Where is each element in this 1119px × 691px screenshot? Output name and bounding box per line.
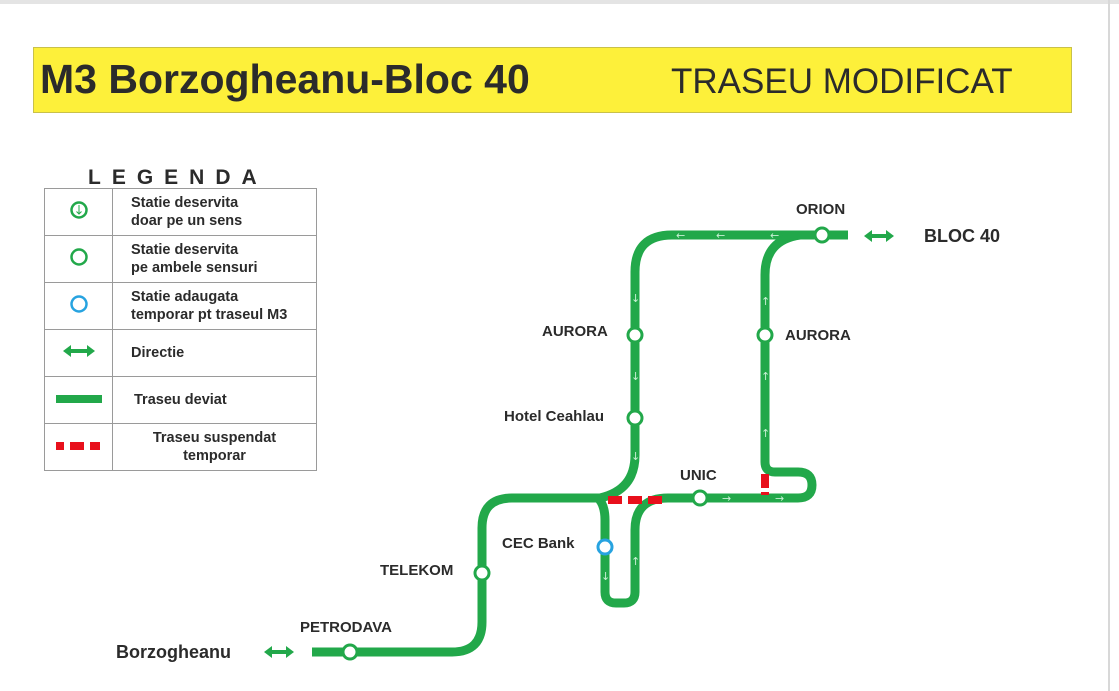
legend-label: temporar pt traseul M3: [131, 307, 288, 323]
label-aurora-left: AURORA: [542, 323, 608, 340]
svg-text:↑: ↑: [761, 295, 770, 308]
station-aurora-right[interactable]: [756, 326, 774, 344]
station-orion[interactable]: [813, 226, 831, 244]
direction-arrow-icon: [264, 646, 294, 658]
svg-text:↓: ↓: [601, 570, 610, 583]
svg-text:↑: ↑: [761, 370, 770, 383]
two-way-station-icon: [69, 247, 88, 266]
svg-text:↓: ↓: [631, 292, 640, 305]
station-aurora-left[interactable]: [626, 326, 644, 344]
legend-row: Traseu deviat: [44, 376, 317, 424]
svg-text:↓: ↓: [631, 450, 640, 463]
legend-row: Directie: [44, 329, 317, 377]
svg-text:←: ←: [676, 229, 685, 242]
legend-row: Statie adaugata temporar pt traseul M3: [44, 282, 317, 330]
route-subtitle: TRASEU MODIFICAT: [671, 62, 1013, 101]
legend-label: Directie: [131, 345, 185, 361]
temporary-station-icon: [69, 294, 88, 313]
legend-label: Statie adaugata: [131, 289, 239, 305]
legend-row: Traseu suspendat temporar: [44, 423, 317, 471]
station-unic[interactable]: [691, 489, 709, 507]
diverted-route-icon: [55, 395, 102, 403]
svg-text:↑: ↑: [631, 555, 640, 568]
suspended-route: [608, 474, 769, 504]
direction-arrows: ← ← ← ↓ ↓ ↓ ↑ ↑ ↑ → → ↓ ↑: [601, 229, 784, 583]
svg-text:↑: ↑: [761, 427, 770, 440]
window-top-edge: [0, 0, 1119, 4]
label-petrodava: PETRODAVA: [300, 619, 392, 636]
legend-label: pe ambele sensuri: [131, 260, 258, 276]
label-orion: ORION: [796, 201, 846, 218]
route-segment-north-up: [700, 230, 817, 503]
station-cec-bank[interactable]: [596, 538, 614, 556]
legend-label: doar pe un sens: [131, 213, 243, 229]
label-telekom: TELEKOM: [380, 562, 454, 579]
svg-text:←: ←: [716, 229, 725, 242]
svg-text:←: ←: [770, 229, 779, 242]
direction-arrow-icon: [62, 344, 95, 357]
direction-arrow-icon: [864, 230, 894, 242]
window-right-edge: [1108, 0, 1110, 691]
label-unic: UNIC: [680, 467, 717, 484]
label-cec-bank: CEC Bank: [502, 535, 575, 552]
terminal-borzogheanu: Borzogheanu: [116, 642, 231, 662]
route-title: M3 Borzogheanu-Bloc 40: [40, 56, 530, 102]
station-telekom[interactable]: [473, 564, 491, 582]
legend-label: temporar: [183, 448, 246, 464]
legend-table: Statie deservita doar pe un sens Statie d…: [44, 188, 317, 471]
legend-label: Statie deservita: [131, 195, 239, 211]
one-way-station-icon: [69, 200, 88, 219]
label-hotel-ceahlau: Hotel Ceahlau: [504, 408, 605, 425]
svg-text:→: →: [722, 492, 731, 505]
svg-text:↓: ↓: [631, 370, 640, 383]
legend-title: LEGENDA: [88, 166, 268, 189]
route-segment-north-down: [598, 230, 848, 503]
legend-label: Traseu deviat: [134, 392, 227, 408]
route-segment-loop: [594, 493, 700, 608]
station-petrodava[interactable]: [341, 643, 359, 661]
terminal-bloc-40: BLOC 40: [924, 226, 1001, 246]
label-aurora-right: AURORA: [785, 327, 851, 344]
suspended-route-icon: [55, 442, 100, 450]
header-banner: M3 Borzogheanu-Bloc 40 TRASEU MODIFICAT: [33, 47, 1072, 113]
svg-text:→: →: [775, 492, 784, 505]
legend-label: Statie deservita: [131, 242, 239, 258]
legend-label: Traseu suspendat: [152, 430, 277, 446]
station-hotel-ceahlau[interactable]: [626, 409, 644, 427]
